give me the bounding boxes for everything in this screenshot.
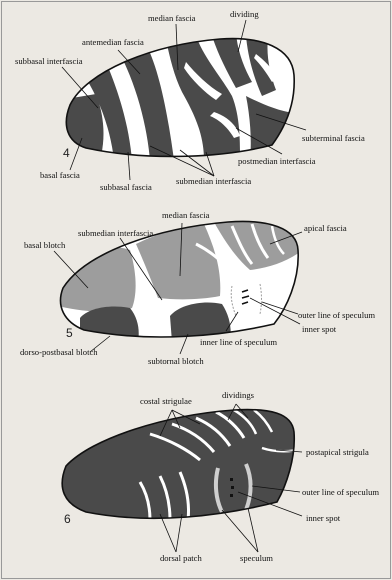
label-costal-strigulae: costal strigulae [140,396,192,406]
label-basal-blotch: basal blotch [24,240,66,250]
label-dorsal-patch: dorsal patch [160,553,202,563]
figure-number: 4 [63,146,70,160]
label-postmedian-interfascia: postmedian interfascia [238,156,316,166]
label-subterminal-fascia: subterminal fascia [302,133,365,143]
label-antemedian-fascia: antemedian fascia [82,37,144,47]
label-subtornal-blotch: subtornal blotch [148,356,204,366]
label-speculum: speculum [240,553,273,563]
figure-6: 6 costal strigulae dividings postapical … [55,390,379,563]
figure-number: 6 [64,512,71,526]
label-subbasal-interfascia: subbasal interfascia [15,56,83,66]
label-submedian-interfascia: submedian interfascia [78,228,153,238]
label-inner-spot: inner spot [302,324,337,334]
label-inner-line-of-speculum: inner line of speculum [200,337,277,347]
label-dividings: dividings [222,390,255,400]
label-median-fascia: median fascia [148,13,196,23]
figure-4: 4 median fascia dividing antemedian fasc… [15,9,365,192]
wing-6-pattern [55,400,305,530]
label-outer-line-of-speculum: outer line of speculum [302,487,379,497]
label-dividing: dividing [230,9,259,19]
figure-number: 5 [66,326,73,340]
label-basal-fascia: basal fascia [40,170,80,180]
label-inner-spot: inner spot [306,513,341,523]
figure-5: 5 submedian interfascia median fascia ap… [20,210,375,366]
label-postapical-strigula: postapical strigula [306,447,369,457]
label-submedian-interfascia: submedian interfascia [176,176,251,186]
label-dorso-postbasal-blotch: dorso-postbasal blotch [20,347,98,357]
label-median-fascia: median fascia [162,210,210,220]
label-apical-fascia: apical fascia [304,223,347,233]
label-subbasal-fascia: subbasal fascia [100,182,152,192]
label-outer-line-of-speculum: outer line of speculum [298,310,375,320]
